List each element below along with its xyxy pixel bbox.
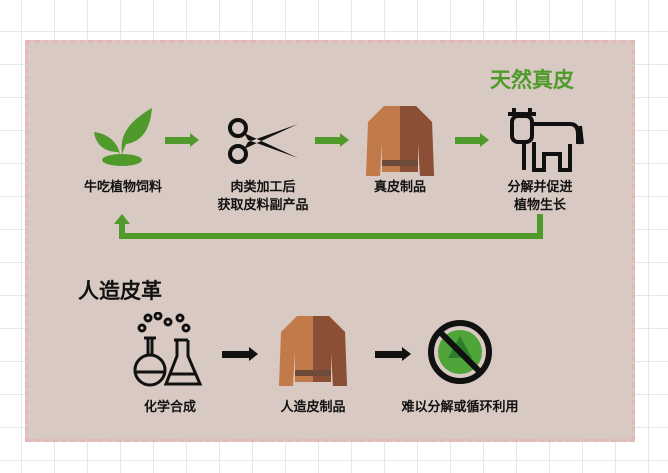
leather-jacket-icon <box>279 316 347 386</box>
leather-jacket-icon <box>366 106 434 176</box>
step-label: 难以分解或循环利用 <box>401 400 519 415</box>
flow-arrow <box>165 133 199 147</box>
step-label: 分解并促进 <box>507 180 573 195</box>
chemistry-flasks-icon <box>133 312 203 387</box>
cow-icon <box>508 108 584 172</box>
flow-arrow <box>315 133 349 147</box>
step-label: 人造皮制品 <box>280 400 346 415</box>
scissors-icon <box>228 118 298 164</box>
flow-arrow <box>375 347 411 361</box>
step-label: 获取皮料副产品 <box>217 198 309 213</box>
no-recycle-icon <box>428 320 492 384</box>
step-label: 牛吃植物饲料 <box>83 180 162 195</box>
flow-arrow <box>222 347 258 361</box>
step-label: 肉类加工后 <box>230 180 296 195</box>
natural-leather-title: 天然真皮 <box>490 68 574 92</box>
step-label: 化学合成 <box>143 400 196 415</box>
sprout-icon <box>94 108 152 166</box>
step-label: 真皮制品 <box>373 180 426 195</box>
flow-arrow <box>455 133 489 147</box>
cycle-return-arrow <box>114 214 543 239</box>
step-label: 植物生长 <box>513 198 566 213</box>
synthetic-leather-title: 人造皮革 <box>78 279 162 303</box>
